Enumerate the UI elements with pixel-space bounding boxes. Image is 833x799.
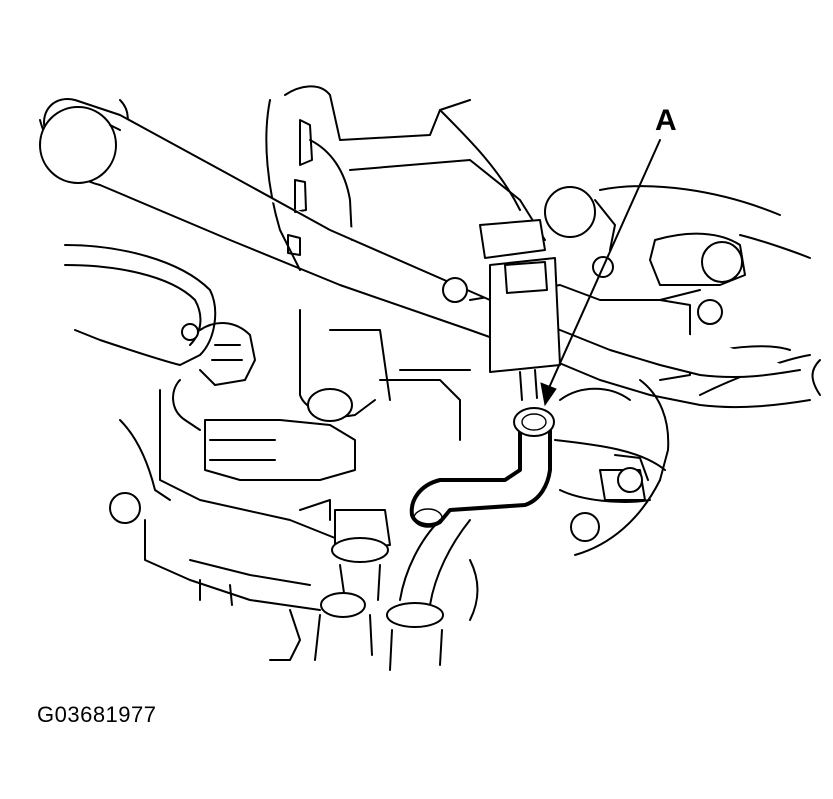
highlighted-hose (409, 407, 555, 528)
callout-label-a: A (655, 104, 677, 137)
callout-leader (540, 139, 661, 407)
solenoid-connector (479, 219, 561, 401)
upper-pipe (39, 98, 821, 409)
center-body (109, 309, 471, 541)
right-mounts (181, 186, 743, 493)
figure-id: G03681977 (37, 702, 157, 727)
right-lower-hose (386, 519, 479, 671)
hose-port (513, 407, 555, 437)
lower-block (144, 499, 600, 661)
